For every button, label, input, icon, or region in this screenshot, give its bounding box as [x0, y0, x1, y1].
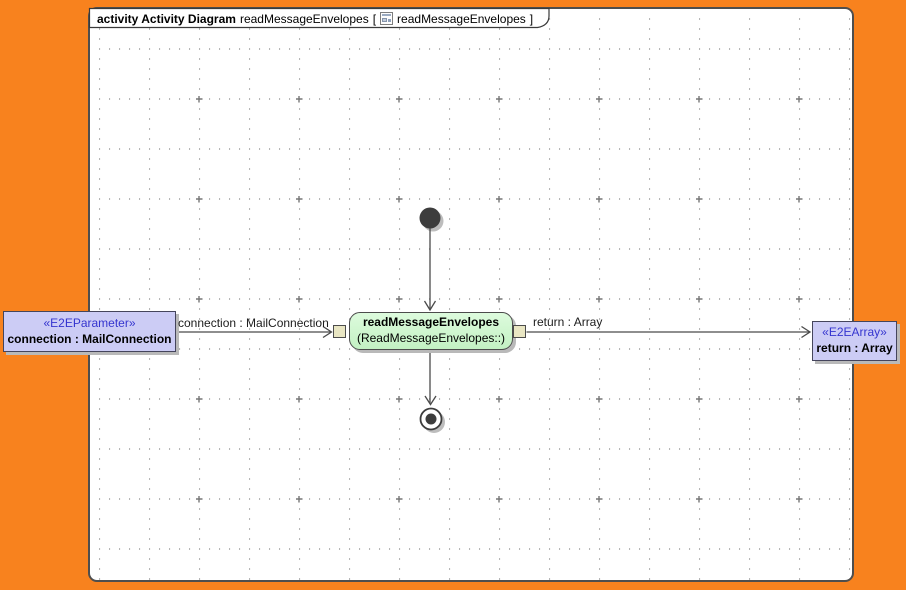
diagram-canvas[interactable]: [88, 7, 854, 582]
action-behavior: (ReadMessageEnvelopes::): [356, 331, 506, 345]
input-param-name: connection : MailConnection: [7, 331, 172, 346]
frame-kind-label: activity Activity Diagram: [97, 11, 236, 26]
action-name: readMessageEnvelopes: [362, 315, 500, 330]
input-flow-label[interactable]: connection : MailConnection: [178, 316, 329, 330]
input-pin[interactable]: [333, 325, 346, 338]
frame-open-bracket: [: [372, 11, 377, 26]
frame-close-bracket: ]: [529, 11, 534, 26]
action-node-readMessageEnvelopes[interactable]: readMessageEnvelopes (ReadMessageEnvelop…: [349, 312, 513, 350]
activity-parameter-node-output[interactable]: «E2EArray» return : Array: [812, 321, 897, 361]
frame-context-name: readMessageEnvelopes: [397, 11, 526, 26]
activity-parameter-node-input[interactable]: «E2EParameter» connection : MailConnecti…: [3, 311, 176, 352]
frame-header[interactable]: activity Activity Diagram readMessageEnv…: [97, 11, 533, 26]
output-param-stereotype: «E2EArray»: [822, 325, 887, 340]
grid-dots: [99, 18, 851, 580]
output-flow-label[interactable]: return : Array: [533, 315, 603, 329]
output-param-name: return : Array: [816, 341, 893, 355]
input-param-stereotype: «E2EParameter»: [43, 315, 136, 330]
frame-diagram-name: readMessageEnvelopes: [239, 11, 369, 26]
activity-diagram-icon: [380, 12, 394, 25]
output-pin[interactable]: [513, 325, 526, 338]
